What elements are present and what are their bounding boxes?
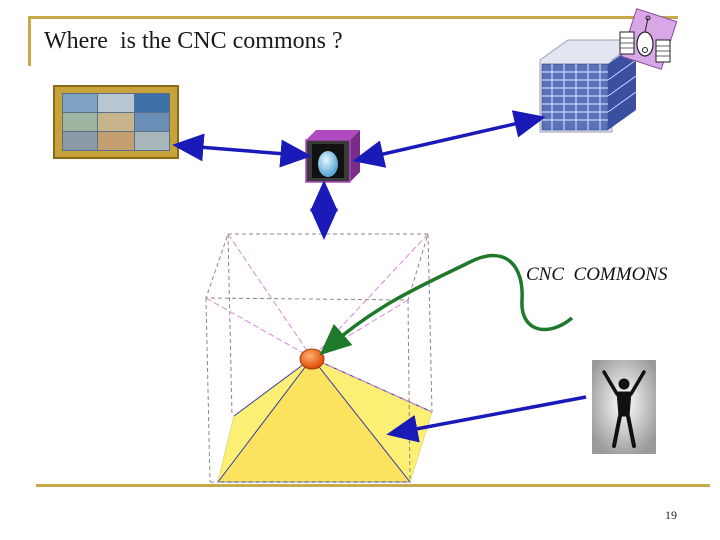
slide-title: Where is the CNC commons ? bbox=[44, 28, 343, 54]
photo-collage-icon bbox=[53, 85, 179, 159]
arrow-gallery-display bbox=[172, 133, 312, 168]
commons-label: CNC COMMONS bbox=[526, 264, 668, 285]
arrow-person-room bbox=[386, 395, 587, 443]
immersive-display-icon bbox=[305, 130, 360, 183]
title-accent-top bbox=[28, 16, 678, 19]
server-cluster-icon bbox=[539, 39, 642, 133]
room-wireframe bbox=[205, 233, 433, 483]
person-photo-icon bbox=[592, 360, 656, 454]
arrow-display-cluster bbox=[352, 110, 546, 168]
title-accent-left bbox=[28, 16, 31, 66]
satellite-icon bbox=[619, 8, 678, 70]
arrow-commons-node bbox=[319, 253, 574, 356]
bottom-rule bbox=[36, 484, 710, 487]
page-number: 19 bbox=[665, 508, 677, 522]
participant-node-icon bbox=[299, 348, 325, 370]
